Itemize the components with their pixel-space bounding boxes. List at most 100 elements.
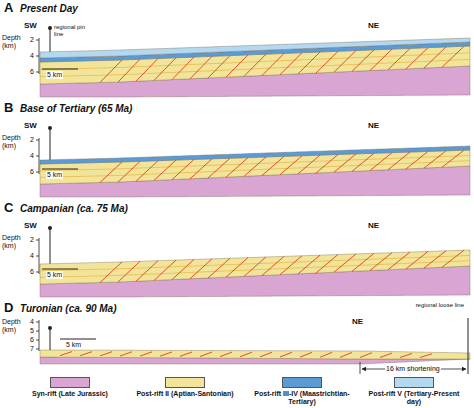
axis-tick: [36, 340, 39, 341]
thrust-fault: [172, 159, 194, 179]
thrust-fault: [154, 58, 176, 81]
thrust-fault: [244, 157, 266, 176]
thrust-fault: [100, 352, 112, 356]
pin-head: [48, 26, 52, 30]
shortening-label: 16 km shortening: [385, 365, 441, 373]
thrust-fault: [136, 58, 158, 81]
axis-tick: [36, 240, 39, 241]
thrust-fault: [334, 51, 356, 73]
depth-tick: 5: [30, 327, 34, 335]
depth-tick: 6: [30, 336, 34, 344]
scale-label: 5 km: [46, 71, 63, 79]
thrust-fault: [424, 251, 446, 268]
thrust-fault: [140, 352, 152, 356]
thrust-fault: [388, 252, 410, 270]
post-rift-iii-iv-layer: [40, 146, 470, 164]
bedding-line: [40, 155, 470, 170]
thrust-fault: [120, 352, 132, 356]
panel-title: Turonian (ca. 90 Ma): [20, 303, 117, 314]
loose-line: [468, 318, 469, 374]
thrust-fault: [360, 353, 372, 358]
scale-label: 5 km: [46, 271, 63, 279]
thrust-fault: [298, 255, 320, 274]
depth-tick: 2: [30, 36, 34, 44]
depth-tick: 4: [30, 318, 34, 326]
thrust-fault: [240, 352, 252, 357]
thrust-fault: [334, 254, 356, 272]
depth-tick: 6: [30, 68, 34, 76]
thrust-fault: [406, 251, 428, 268]
axis-title: Depth (km): [2, 318, 28, 333]
axis-tick: [36, 256, 39, 257]
direction-label: SW: [24, 22, 37, 31]
depth-tick: 4: [30, 52, 34, 60]
axis-title: Depth (km): [2, 134, 28, 149]
thrust-fault: [388, 48, 410, 69]
thrust-fault: [220, 352, 232, 357]
direction-label: SW: [24, 222, 37, 231]
thrust-fault: [352, 253, 374, 271]
legend-label: Post-rift V (Tertiary-Present day): [362, 390, 466, 406]
thrust-fault: [316, 51, 338, 73]
direction-label: NE: [368, 122, 379, 131]
thrust-fault: [154, 160, 176, 180]
pin-label: regional pin line: [54, 24, 86, 37]
thrust-fault: [280, 156, 302, 175]
thrust-fault: [154, 260, 176, 280]
thrust-fault: [80, 352, 92, 356]
depth-tick: 2: [30, 136, 34, 144]
thrust-fault: [420, 354, 432, 358]
pin-head: [48, 326, 52, 330]
panel-letter: D: [4, 301, 13, 315]
axis-tick: [36, 56, 39, 57]
legend-swatch: [50, 377, 90, 388]
pin-line: [50, 28, 51, 52]
thrust-fault: [442, 46, 464, 67]
pin-line: [50, 328, 51, 350]
thrust-fault: [388, 152, 410, 170]
legend-label: Post-rift III-IV (Maastrichtian-Tertiary…: [250, 390, 354, 406]
thrust-fault: [244, 54, 266, 76]
axis-title: Depth (km): [2, 234, 28, 249]
direction-label: SW: [24, 122, 37, 131]
thrust-fault: [136, 261, 158, 282]
scale-label: 5 km: [66, 341, 81, 349]
depth-tick: 7: [30, 345, 34, 353]
thrust-fault: [340, 352, 352, 357]
thrust-fault: [370, 49, 392, 70]
axis-title: Depth (km): [2, 34, 28, 49]
thrust-fault: [100, 262, 122, 283]
thrust-fault: [200, 352, 212, 356]
thrust-fault: [370, 253, 392, 271]
depth-tick: 2: [30, 236, 34, 244]
depth-axis: [39, 320, 40, 351]
thrust-fault: [424, 151, 446, 168]
thrust-fault: [208, 158, 230, 178]
thrust-fault: [400, 353, 412, 357]
thrust-fault: [180, 352, 192, 356]
thrust-fault: [298, 52, 320, 74]
panel-letter: C: [4, 201, 13, 215]
thrust-fault: [226, 158, 248, 178]
axis-tick: [36, 140, 39, 141]
direction-label: NE: [368, 22, 379, 31]
thrust-fault: [262, 53, 284, 75]
axis-tick: [36, 40, 39, 41]
axis-tick: [36, 349, 39, 350]
thrust-fault: [260, 352, 272, 357]
panel-title: Present Day: [20, 3, 78, 14]
bedding-line: [40, 255, 470, 270]
panel-title: Base of Tertiary (65 Ma): [20, 103, 132, 114]
thrust-fault: [316, 255, 338, 274]
axis-tick: [36, 156, 39, 157]
thrust-fault: [280, 352, 292, 357]
shortening-tick: [360, 362, 361, 374]
thrust-fault: [300, 352, 312, 357]
thrust-fault: [370, 153, 392, 171]
thrust-fault: [262, 156, 284, 175]
thrust-fault: [298, 155, 320, 174]
loose-line-label: regional loose line: [414, 302, 464, 309]
thrust-fault: [100, 60, 122, 83]
thrust-fault: [190, 159, 212, 179]
